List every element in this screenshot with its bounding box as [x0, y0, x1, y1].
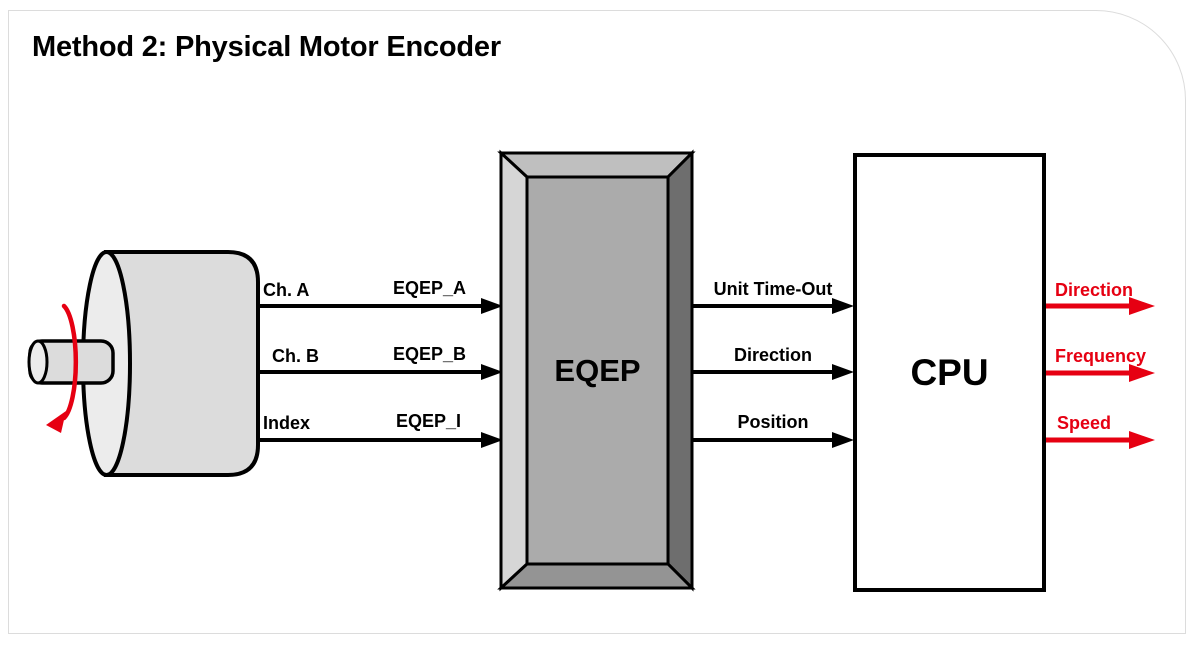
cpu-block-label: CPU [910, 351, 989, 393]
label-eqep-i: EQEP_I [396, 411, 462, 431]
label-channel-b: Ch. B [272, 346, 319, 366]
cpu-output-arrowheads [1129, 297, 1155, 449]
eqep-block [497, 149, 696, 592]
cpu-block: CPU [853, 153, 1046, 592]
eqep-bevel-bottom [497, 562, 696, 590]
label-direction-mid: Direction [733, 345, 813, 365]
label-eqep-b: EQEP_B [393, 344, 467, 364]
eqep-bevel-left [499, 149, 529, 592]
eqep-output-arrowheads [832, 298, 854, 448]
eqep-output-arrows [692, 304, 834, 442]
label-unit-time-out: Unit Time-Out [713, 279, 833, 299]
label-position: Position [737, 412, 809, 432]
arrowhead-out-speed [1129, 431, 1155, 449]
label-eqep-a: EQEP_A [393, 278, 467, 298]
eqep-bevel-right [666, 149, 694, 592]
label-out-speed: Speed [1057, 413, 1112, 433]
rotation-arrow-icon [61, 303, 79, 421]
arrowhead-position [832, 432, 854, 448]
arrowhead-out-frequency [1129, 364, 1155, 382]
encoder-signal-arrows [258, 304, 483, 442]
page-title: Method 2: Physical Motor Encoder [32, 31, 501, 63]
arrowhead-eqep-b [481, 364, 503, 380]
label-out-frequency: Frequency [1055, 346, 1147, 366]
eqep-face [525, 175, 670, 566]
motor-body [104, 250, 260, 477]
eqep-block-label: EQEP [554, 352, 641, 388]
label-index: Index [263, 413, 311, 433]
arrowhead-unit-time-out [832, 298, 854, 314]
cpu-output-arrows [1046, 303, 1131, 443]
arrowhead-eqep-a [481, 298, 503, 314]
arrowhead-direction [832, 364, 854, 380]
arrowhead-out-direction [1129, 297, 1155, 315]
label-out-direction: Direction [1055, 280, 1134, 300]
motor-shaft-end [27, 339, 49, 385]
eqep-bevel-top [497, 151, 696, 179]
arrowhead-eqep-i [481, 432, 503, 448]
rotation-arrowhead-icon [46, 411, 66, 433]
label-channel-a: Ch. A [263, 280, 310, 300]
encoder-signal-arrowheads [481, 298, 503, 448]
